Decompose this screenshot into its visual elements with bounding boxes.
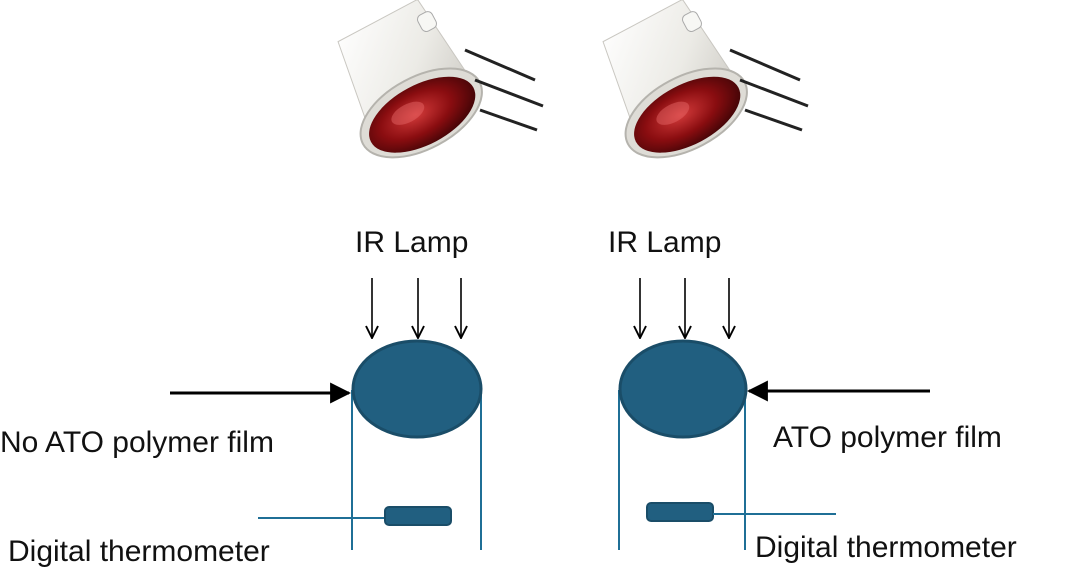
- left-lamp-label: IR Lamp: [355, 226, 468, 259]
- left-film-disc: [351, 339, 483, 439]
- left-ir-rays: [372, 278, 461, 338]
- left-thermometer-label: Digital thermometer: [8, 535, 270, 568]
- right-film-label: ATO polymer film: [773, 421, 1002, 454]
- left-chamber: [351, 339, 483, 550]
- left-film-label: No ATO polymer film: [0, 426, 274, 459]
- right-ir-rays: [640, 278, 729, 338]
- right-ir-lamp-icon: [602, 0, 809, 159]
- left-setup: IR Lamp No ATO polymer film Digital ther…: [0, 0, 544, 568]
- right-film-disc: [618, 339, 748, 439]
- left-ir-lamp-icon: [337, 0, 544, 159]
- right-lamp-label: IR Lamp: [608, 226, 721, 259]
- right-chamber: [618, 339, 748, 550]
- right-thermometer-icon: [646, 502, 714, 522]
- right-thermometer-label: Digital thermometer: [755, 531, 1017, 564]
- left-thermometer-icon: [384, 506, 452, 526]
- right-setup: IR Lamp ATO polymer film Digital thermom…: [602, 0, 1017, 564]
